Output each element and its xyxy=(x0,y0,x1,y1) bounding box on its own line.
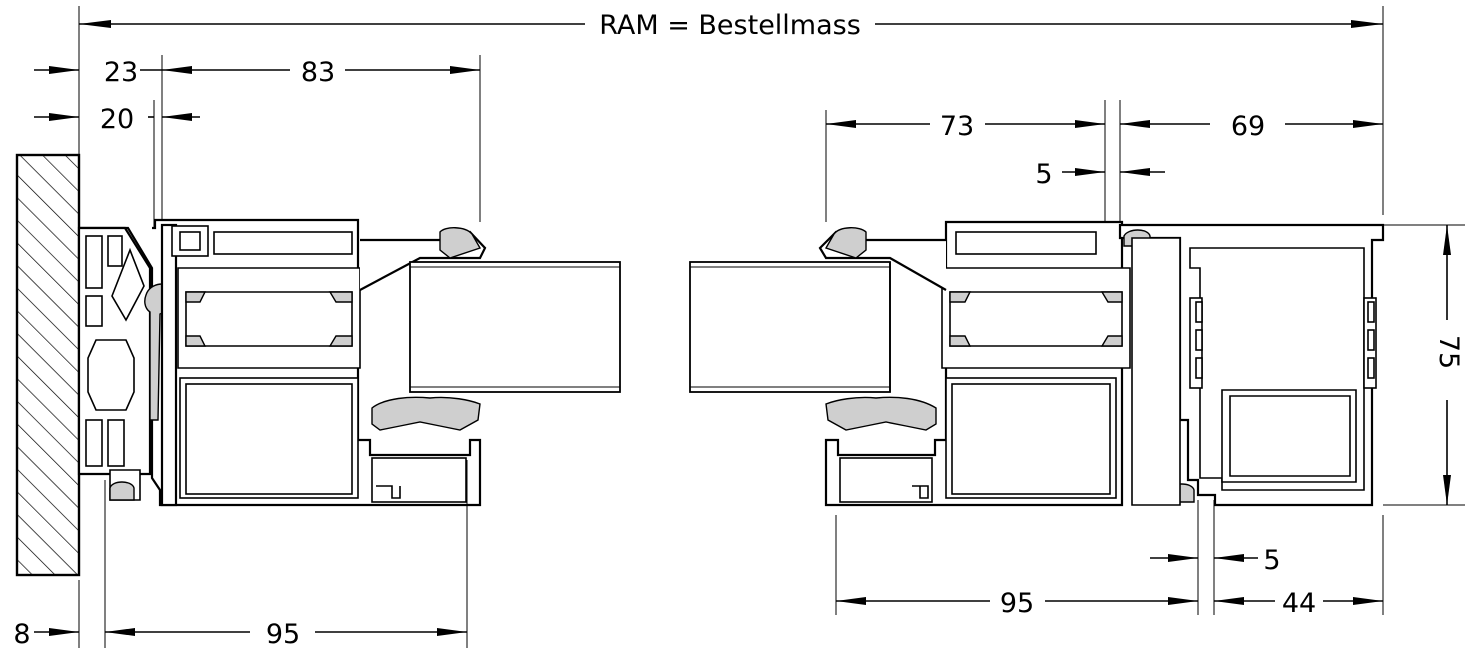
left-bottom-dimensions: 8 95 xyxy=(13,460,468,650)
dim-5-top: 5 xyxy=(1035,159,1052,190)
wall-section xyxy=(15,153,81,577)
overall-dimension-label: RAM = Bestellmass xyxy=(599,10,861,41)
overall-dimension: RAM = Bestellmass xyxy=(78,6,1384,215)
dim-44: 44 xyxy=(1282,588,1316,619)
dim-8: 8 xyxy=(13,619,30,650)
dim-95-right: 95 xyxy=(1000,588,1034,619)
dim-5-bottom: 5 xyxy=(1263,545,1280,576)
dim-69: 69 xyxy=(1231,111,1265,142)
right-height-dimension: 75 xyxy=(1383,224,1465,506)
right-bottom-dimensions: 5 95 44 xyxy=(835,500,1384,619)
left-top-dimensions: 23 83 20 xyxy=(34,55,481,230)
dim-20: 20 xyxy=(100,104,134,135)
right-frame-profile xyxy=(818,220,1385,507)
dim-95-left: 95 xyxy=(266,619,300,650)
left-frame-profile xyxy=(77,218,487,507)
glass-panel xyxy=(409,261,891,393)
dim-23: 23 xyxy=(104,57,138,88)
dim-73: 73 xyxy=(940,111,974,142)
dim-75: 75 xyxy=(1433,335,1464,369)
right-top-dimensions: 73 69 5 xyxy=(825,100,1383,222)
dim-83: 83 xyxy=(301,57,335,88)
